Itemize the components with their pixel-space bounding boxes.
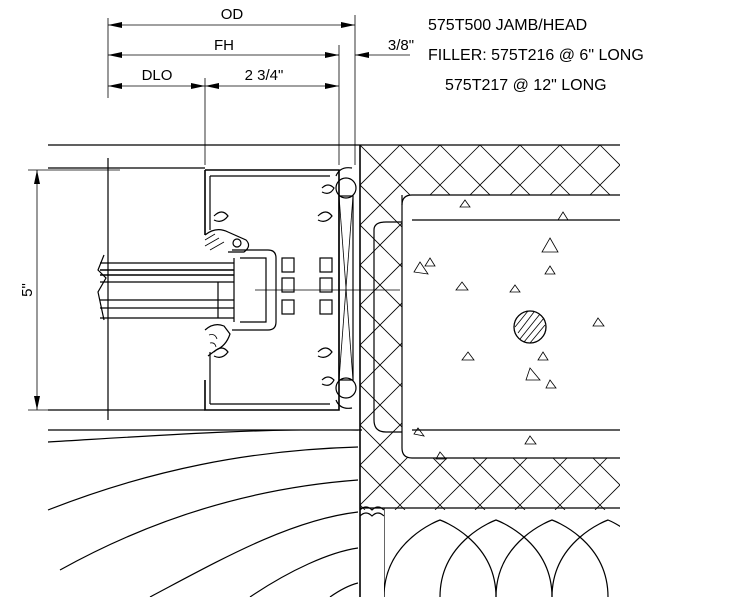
crosshatch-fill	[0, 145, 741, 510]
hatch-line	[394, 145, 620, 510]
hatch-line	[434, 145, 620, 510]
hatch-line	[360, 145, 620, 510]
masonry-wall	[0, 144, 741, 597]
hatch-line	[599, 145, 620, 510]
hatch-line	[360, 145, 606, 510]
hatch-line	[360, 145, 361, 510]
rebar-hatch	[514, 310, 546, 344]
hatch-line	[360, 145, 486, 510]
dimension-od: OD	[108, 6, 355, 28]
hatch-line	[594, 145, 620, 510]
hatch-line	[0, 145, 160, 510]
hatch-line	[360, 145, 446, 510]
sealant-bead	[359, 506, 385, 517]
hatch-line	[635, 145, 741, 510]
hatch-line	[675, 145, 741, 510]
dimension-2-3-4-label: 2 3/4"	[245, 67, 284, 84]
dimension-5: 5"	[19, 169, 120, 411]
hatch-line	[0, 145, 325, 510]
hatch-line	[439, 145, 620, 510]
hatch-line	[720, 145, 741, 510]
hatch-line	[0, 145, 80, 510]
hatch-line	[360, 145, 401, 510]
hatch-line	[360, 145, 481, 510]
dimension-2-3-4: 2 3/4"	[205, 67, 339, 89]
dimension-od-label: OD	[221, 6, 244, 23]
hatch-line	[0, 145, 120, 510]
dimension-fh-label: FH	[214, 37, 234, 54]
dimension-dlo: DLO	[108, 67, 205, 89]
wood-framing	[47, 430, 358, 597]
spec-notes: 575T500 JAMB/HEAD FILLER: 575T216 @ 6" L…	[428, 17, 644, 94]
hatch-line	[360, 145, 620, 510]
shim-filler	[335, 167, 357, 409]
hatch-line	[514, 145, 620, 510]
hatch-line	[0, 145, 280, 510]
hatch-line	[0, 145, 320, 510]
dimension-5-label: 5"	[19, 283, 36, 297]
hatch-line	[360, 145, 406, 510]
hatch-line	[360, 145, 526, 510]
note-line-2: FILLER: 575T216 @ 6" LONG	[428, 47, 644, 64]
hatch-line	[554, 145, 620, 510]
hatch-line	[519, 145, 620, 510]
batt-insulation	[384, 508, 620, 597]
frame-profile	[204, 169, 340, 411]
hatch-line	[360, 145, 620, 510]
hatch-line	[0, 145, 40, 510]
dimension-fh: FH	[108, 37, 339, 58]
glass-lite	[97, 254, 400, 322]
hatch-line	[399, 145, 620, 510]
hatch-line	[0, 145, 240, 510]
note-line-3: 575T217 @ 12" LONG	[445, 77, 607, 94]
dimension-dlo-label: DLO	[142, 67, 173, 84]
hatch-line	[559, 145, 620, 510]
note-line-1: 575T500 JAMB/HEAD	[428, 17, 587, 34]
concrete-aggregate	[413, 199, 605, 460]
hatch-line	[360, 145, 620, 510]
hatch-line	[360, 145, 441, 510]
frame-edges	[48, 158, 205, 420]
hatch-line	[360, 145, 561, 510]
dimension-3-8-label: 3/8"	[388, 37, 414, 54]
hatch-line	[680, 145, 741, 510]
hatch-line	[360, 145, 366, 510]
dimension-3-8: 3/8"	[325, 37, 414, 58]
hatch-line	[0, 145, 200, 510]
hatch-line	[640, 145, 741, 510]
